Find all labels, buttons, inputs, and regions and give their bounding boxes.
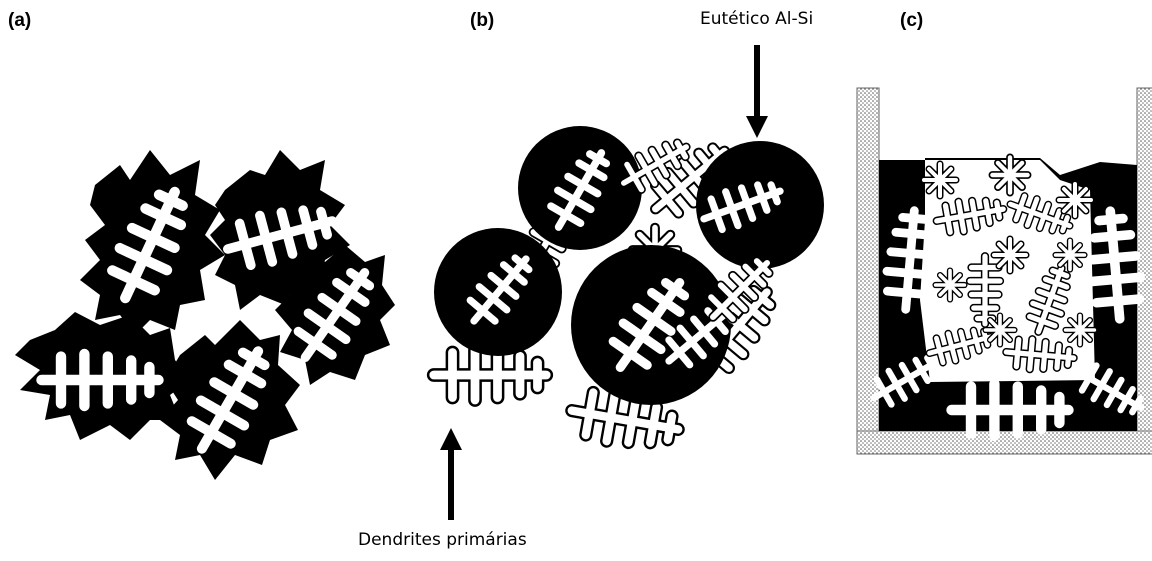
panel-a-grains: [15, 150, 395, 480]
crucible-bottom: [857, 431, 1152, 454]
eutectic-arrow: [746, 45, 768, 138]
dendrites-arrow: [440, 428, 462, 520]
panel-c-crucible: [857, 88, 1152, 454]
grain-a5: [160, 320, 300, 480]
grain-a1: [80, 150, 225, 335]
panel-b-structure: [434, 45, 824, 520]
dendrite-b1: [434, 350, 547, 400]
